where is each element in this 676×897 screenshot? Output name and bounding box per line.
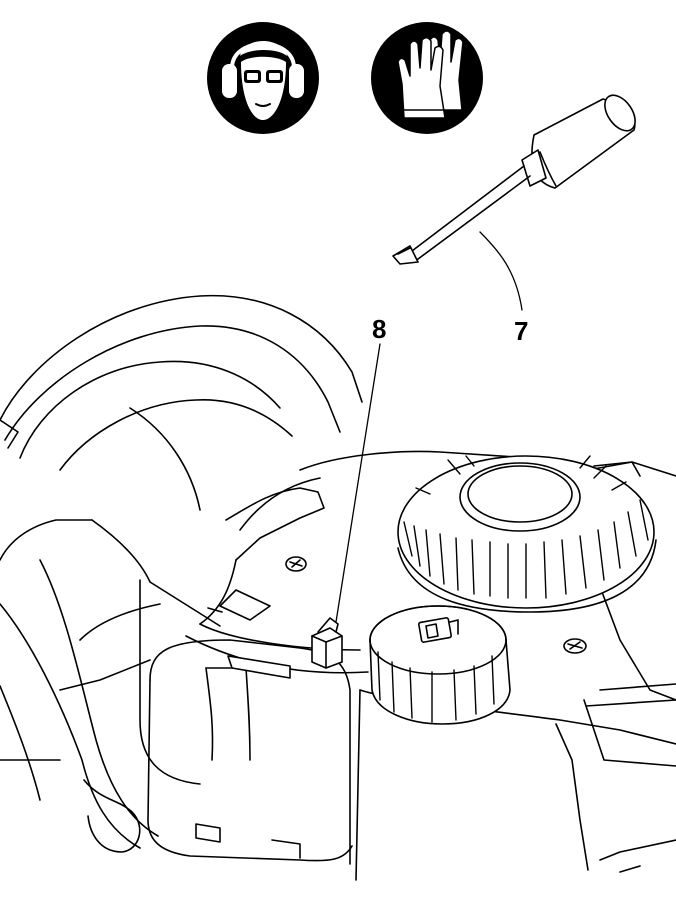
leader-line-7 (479, 231, 523, 311)
callout-7: 7 (514, 316, 529, 346)
screw-left (285, 556, 307, 572)
rear-handle (0, 294, 363, 853)
protective-gloves-icon (371, 22, 483, 134)
leader-line-8 (335, 343, 381, 623)
starter-cover (397, 455, 657, 613)
screw-right (563, 638, 587, 654)
callout-8: 8 (372, 314, 387, 344)
screwdriver-icon (392, 94, 636, 265)
adjustment-screw-8 (207, 589, 343, 669)
ear-and-eye-protection-icon (207, 22, 319, 134)
fuel-cap (369, 605, 511, 725)
